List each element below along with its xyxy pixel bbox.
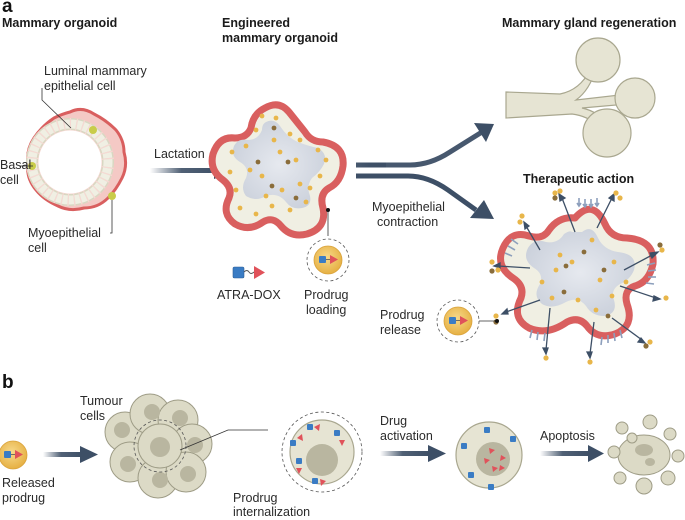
- label-release-line1: Prodrug: [380, 308, 425, 322]
- therapeutic-organoid: [497, 205, 657, 340]
- label-myo-line1: Myoepithelial: [28, 226, 101, 240]
- label-release-line2: release: [380, 323, 421, 337]
- prodrug-loading-capsule: [306, 238, 350, 282]
- label-activation-line2: activation: [380, 429, 433, 443]
- regeneration-arrow: [356, 123, 494, 168]
- label-contraction-line2: contraction: [377, 215, 439, 229]
- atra-dox-icon: [232, 266, 265, 279]
- arrow-to-tumour: [43, 446, 98, 463]
- mammary-organoid: [26, 107, 128, 212]
- arrow-drug-activation: [380, 445, 446, 462]
- label-myo-line2: cell: [28, 241, 47, 255]
- tumour-cell-cluster: [104, 393, 213, 499]
- label-loading-line1: Prodrug: [304, 288, 349, 302]
- label-loading-line2: loading: [306, 303, 347, 317]
- luminal-cell-marker: [89, 126, 97, 134]
- label-basal-line2: cell: [0, 173, 19, 187]
- prodrug-release-capsule: [436, 299, 480, 343]
- label-internalization-line2: internalization: [233, 505, 311, 519]
- internalization-cell: [281, 411, 363, 493]
- title-mammary-organoid: Mammary organoid: [2, 16, 118, 30]
- label-contraction-line1: Myoepithelial: [372, 200, 445, 214]
- myoepithelial-cell-marker: [108, 192, 116, 200]
- engineered-organoid: [208, 101, 347, 239]
- label-tumour-line1: Tumour: [80, 394, 123, 408]
- panel-label-b: b: [2, 372, 14, 393]
- title-engineered-line2: mammary organoid: [222, 31, 339, 45]
- title-therapeutic-action: Therapeutic action: [523, 172, 635, 186]
- title-regeneration: Mammary gland regeneration: [502, 16, 677, 30]
- label-luminal-line1: Luminal mammary: [44, 64, 147, 78]
- label-lactation: Lactation: [154, 147, 205, 161]
- label-activation-line1: Drug: [380, 414, 408, 428]
- therapeutic-arrow: [356, 173, 494, 219]
- activated-drug-cell: [455, 421, 523, 490]
- arrow-apoptosis: [540, 445, 604, 462]
- released-prodrug-capsule: [0, 440, 28, 470]
- label-basal-line1: Basal: [0, 158, 32, 172]
- label-released-line2: prodrug: [2, 491, 46, 505]
- label-tumour-line2: cells: [80, 409, 106, 423]
- release-arrows: [492, 192, 662, 360]
- label-luminal-line2: epithelial cell: [44, 79, 116, 93]
- label-internalization-line1: Prodrug: [233, 491, 278, 505]
- panel-label-a: a: [2, 0, 13, 17]
- label-released-line1: Released: [2, 476, 55, 490]
- label-atra-dox: ATRA-DOX: [217, 288, 281, 302]
- contraction-arrows: [504, 198, 657, 346]
- label-apoptosis: Apoptosis: [540, 429, 595, 443]
- title-engineered-line1: Engineered: [222, 16, 291, 30]
- apoptotic-cell: [607, 414, 685, 495]
- mammary-gland-illustration: [505, 37, 656, 158]
